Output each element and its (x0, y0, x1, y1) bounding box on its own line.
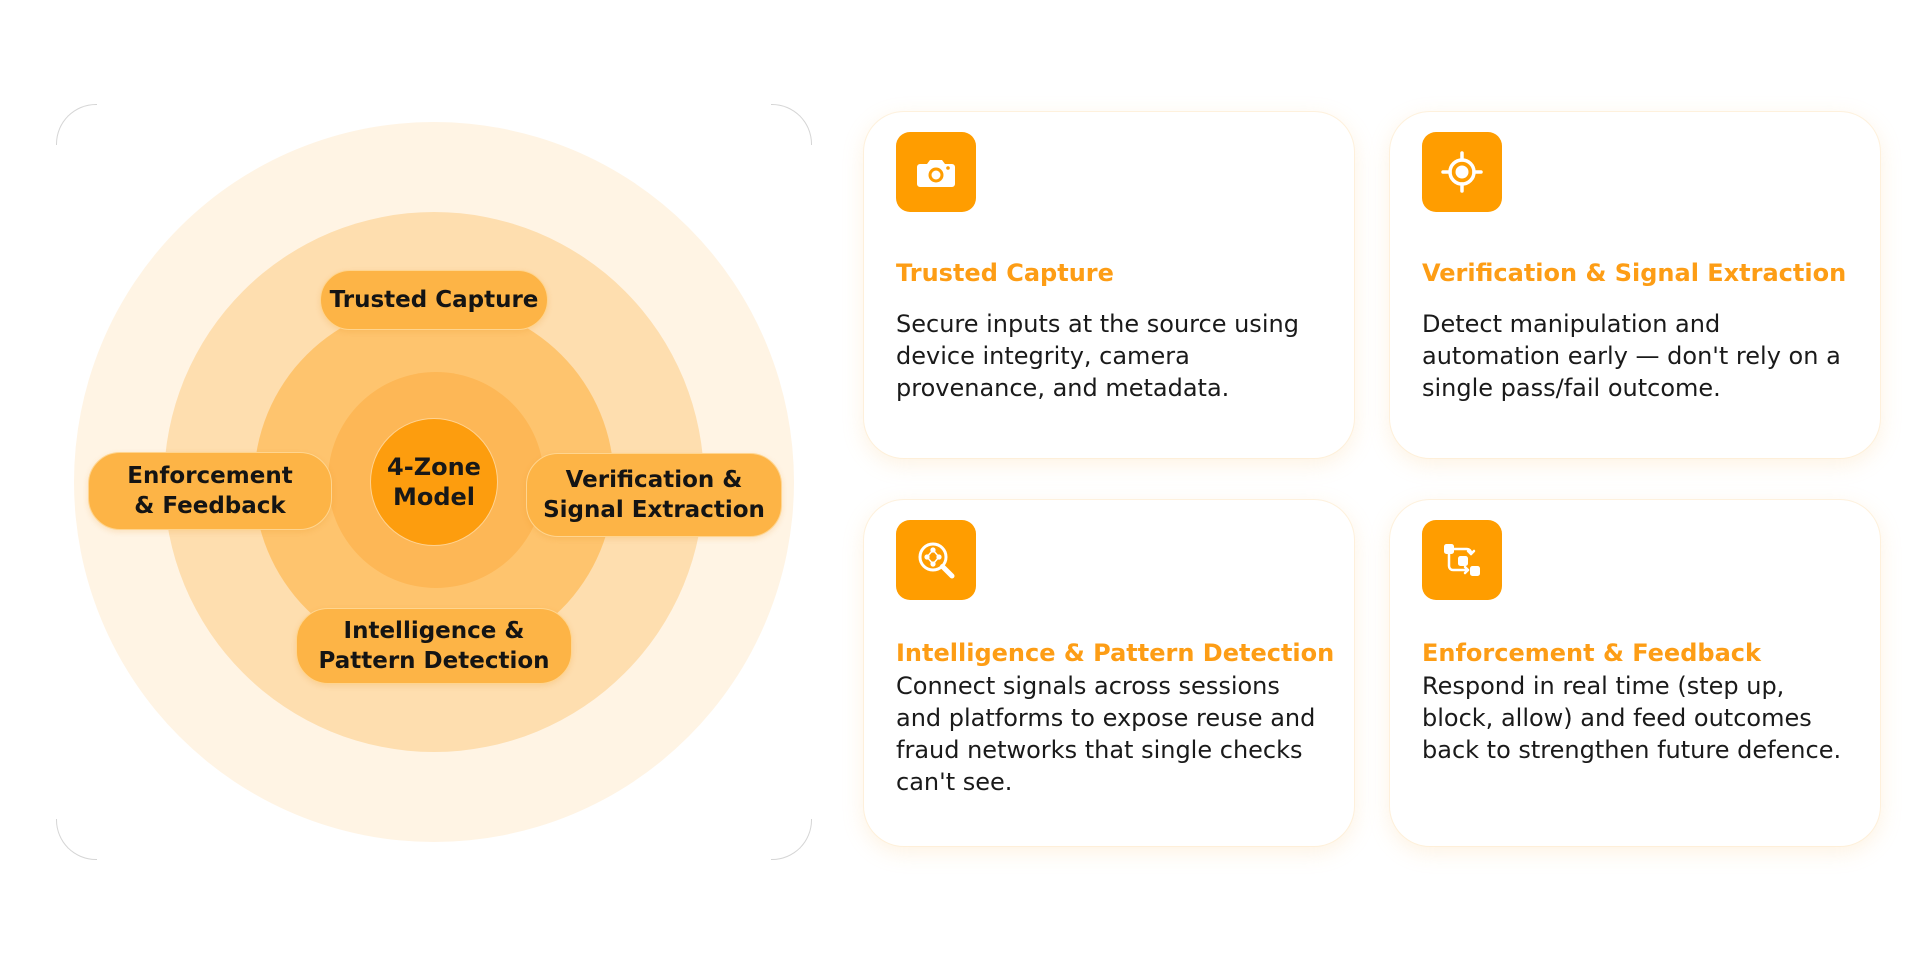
card-description: Respond in real time (step up, block, al… (1422, 672, 1842, 764)
card-title: Enforcement & Feedback (1422, 639, 1761, 667)
core-label-line1: 4-Zone (387, 453, 481, 481)
zone-pill-label-line1: Verification & (565, 467, 743, 493)
card-title: Trusted Capture (896, 259, 1114, 287)
zone-pill-label-line1: Intelligence & (343, 618, 525, 644)
zone-pill-label-line2: Pattern Detection (318, 648, 550, 674)
card-verification: Verification & Signal Extraction Detect … (1390, 112, 1880, 458)
card-intelligence: Intelligence & Pattern Detection Connect… (864, 500, 1354, 846)
zone-pill-intelligence: Intelligence & Pattern Detection (296, 608, 572, 684)
frame-corner-bottom-right (771, 819, 812, 860)
camera-icon (896, 132, 976, 212)
flow-nodes-icon (1422, 520, 1502, 600)
core-label-line2: Model (392, 483, 476, 511)
zone-pill-label: Trusted Capture (329, 287, 539, 313)
card-description: Secure inputs at the source using device… (896, 310, 1299, 402)
card-trusted-capture: Trusted Capture Secure inputs at the sou… (864, 112, 1354, 458)
card-title: Intelligence & Pattern Detection (896, 639, 1335, 667)
network-magnifier-icon (896, 520, 976, 600)
frame-corner-bottom-left (56, 819, 97, 860)
zone-pill-trusted-capture: Trusted Capture (320, 270, 548, 330)
card-title: Verification & Signal Extraction (1422, 259, 1847, 287)
zone-pill-label-line1: Enforcement (127, 463, 293, 489)
crosshair-target-icon (1422, 132, 1502, 212)
zone-pill-verification: Verification & Signal Extraction (526, 453, 782, 537)
zone-pill-label-line2: Signal Extraction (543, 497, 765, 523)
card-enforcement: Enforcement & Feedback Respond in real t… (1390, 500, 1880, 846)
zone-diagram: 4-Zone Model Trusted Capture Verificatio… (56, 104, 812, 860)
zone-pill-label-line2: & Feedback (134, 493, 286, 519)
card-description: Detect manipulation and automation early… (1422, 310, 1841, 402)
core-circle: 4-Zone Model (370, 418, 498, 546)
frame-corner-top-left (56, 104, 97, 145)
card-description: Connect signals across sessions and plat… (896, 672, 1316, 796)
frame-corner-top-right (771, 104, 812, 145)
zone-pill-enforcement: Enforcement & Feedback (88, 452, 332, 530)
